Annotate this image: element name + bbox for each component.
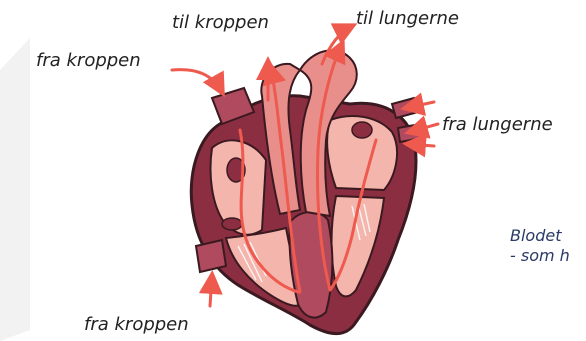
label-til-lungerne: til lungerne: [356, 10, 459, 28]
arrow-fra-lungerne-3: [408, 144, 434, 146]
inferior-vena-cava: [196, 240, 226, 272]
label-til-kroppen: til kroppen: [172, 14, 269, 32]
chamber-opening-lower: [222, 218, 242, 230]
label-fra-kroppen-top: fra kroppen: [36, 52, 141, 70]
label-fra-kroppen-bottom: fra kroppen: [84, 316, 189, 334]
arrow-fra-kroppen-bottom: [210, 276, 212, 306]
caption-line-1: Blodet: [510, 226, 570, 246]
caption-line-2: - som h: [510, 246, 570, 266]
label-fra-lungerne: fra lungerne: [442, 116, 553, 134]
arrow-fra-kroppen-top: [172, 70, 222, 92]
caption-block: Blodet - som h: [510, 226, 570, 266]
chamber-opening-right: [352, 122, 372, 138]
